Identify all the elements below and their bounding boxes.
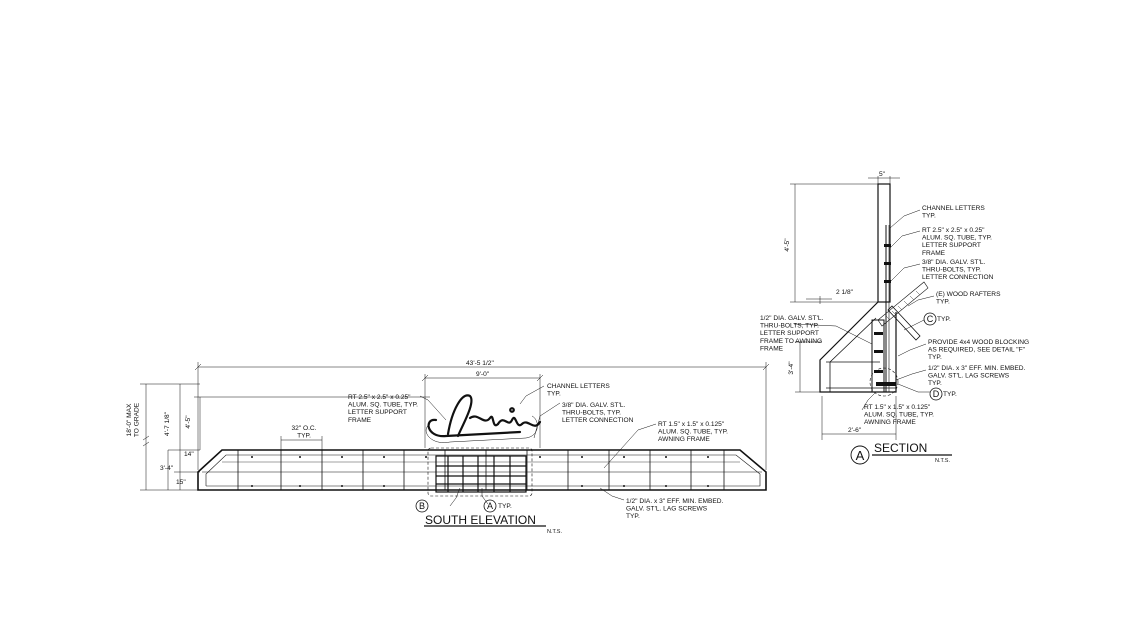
dim-left-verticals (140, 383, 430, 491)
callout-c-bubble (923, 312, 937, 326)
section-dim-depth: 2'-6" (848, 427, 862, 434)
awning-posts (237, 450, 725, 490)
dim-overall-width (194, 362, 770, 470)
section-note-lag-screws: 1/2" DIA. x 3" EFF. MIN. EMBED.GALV. ST'… (928, 365, 1026, 387)
note-support-frame: RT 2.5" x 2.5" x 0.25"ALUM. SQ. TUBE, TY… (348, 394, 418, 424)
section-text: 5" 4'-5" 2 1/8" 3'-4" 2'-6" CHANNEL LETT… (760, 171, 1029, 464)
section-note-awning-bolts: 1/2" DIA. GALV. ST'L.THRU-BOLTS, TYP.LET… (760, 315, 824, 352)
callout-a-letter: A (487, 501, 493, 511)
section-a (790, 176, 952, 465)
dim-spacing-label: 32" O.C.TYP. (291, 425, 316, 440)
section-leaders (793, 209, 935, 411)
channel-letters-logo (427, 394, 542, 438)
section-awning-profile (819, 301, 897, 393)
rafter-hatch (877, 281, 929, 327)
dim-total-height-label: 4'-7 1/8" (164, 411, 171, 436)
south-elevation (140, 362, 770, 527)
note-thru-bolts: 3/8" DIA. GALV. ST'L.THRU-BOLTS, TYP.LET… (562, 402, 634, 424)
note-awning-frame: RT 1.5" x 1.5" x 0.125"ALUM. SQ. TUBE, T… (658, 421, 728, 443)
note-lag-screws: 1/2" DIA. x 3" EFF. MIN. EMBED.GALV. ST'… (626, 498, 724, 520)
callout-c-suffix: TYP. (937, 316, 951, 323)
dim-letters-width (421, 374, 544, 448)
section-dim-awning-height: 3'-4" (788, 361, 795, 375)
dim-top-offset-label: 14" (184, 451, 194, 458)
dim-max-height-label: 18'-0" MAXTO GRADE (126, 402, 141, 437)
elevation-text: 43'-5 1/2" 9'-0" 4'-7 1/8" 4'-5" 18'-0" … (126, 360, 728, 535)
section-dim-offset: 2 1/8" (836, 289, 854, 296)
callout-b-letter: B (419, 501, 425, 511)
callout-c-letter: C (927, 314, 934, 324)
dim-awning-height-label: 3'-4" (160, 465, 174, 472)
callout-d-bubble (929, 387, 943, 401)
section-bolts (884, 244, 891, 283)
callout-d-letter: D (933, 389, 940, 399)
section-title-bubble (850, 445, 870, 465)
callout-d-suffix: TYP. (943, 391, 957, 398)
callout-a-suffix: TYP. (498, 503, 512, 510)
section-dims (790, 176, 900, 440)
section-note-thru-bolts: 3/8" DIA. GALV. ST'L.THRU-BOLTS, TYP.LET… (922, 259, 994, 281)
detail-d-circle (869, 367, 899, 397)
callout-b-bubble (415, 499, 429, 513)
section-title-letter: A (856, 448, 865, 463)
lag-screw-dots (251, 456, 709, 487)
awning-frame-inner (205, 454, 761, 487)
section-note-awning-frame: RT 1.5" x 1.5" x 0.125"ALUM. SQ. TUBE, T… (864, 404, 934, 426)
dim-letters-width-label: 9'-0" (476, 371, 490, 378)
letter-support-frame (427, 447, 533, 497)
section-channel-letters (877, 183, 891, 303)
callout-a-bubble (483, 499, 497, 513)
letter-support-grid (435, 455, 527, 493)
dim-overall-width-label: 43'-5 1/2" (466, 360, 494, 367)
section-scale: N.T.S. (935, 458, 950, 464)
elevation-title: SOUTH ELEVATION (425, 513, 536, 527)
elevation-leaders (419, 385, 657, 507)
section-title: SECTION (874, 441, 927, 455)
dim-letter-height-label: 4'-5" (185, 415, 192, 429)
elevation-scale: N.T.S. (547, 529, 562, 535)
section-dim-letter-height: 4'-5" (784, 238, 791, 252)
section-dim-top: 5" (879, 171, 886, 178)
section-note-support-frame: RT 2.5" x 2.5" x 0.25"ALUM. SQ. TUBE, TY… (922, 227, 992, 257)
dim-bottom-offset-label: 15" (176, 479, 186, 486)
